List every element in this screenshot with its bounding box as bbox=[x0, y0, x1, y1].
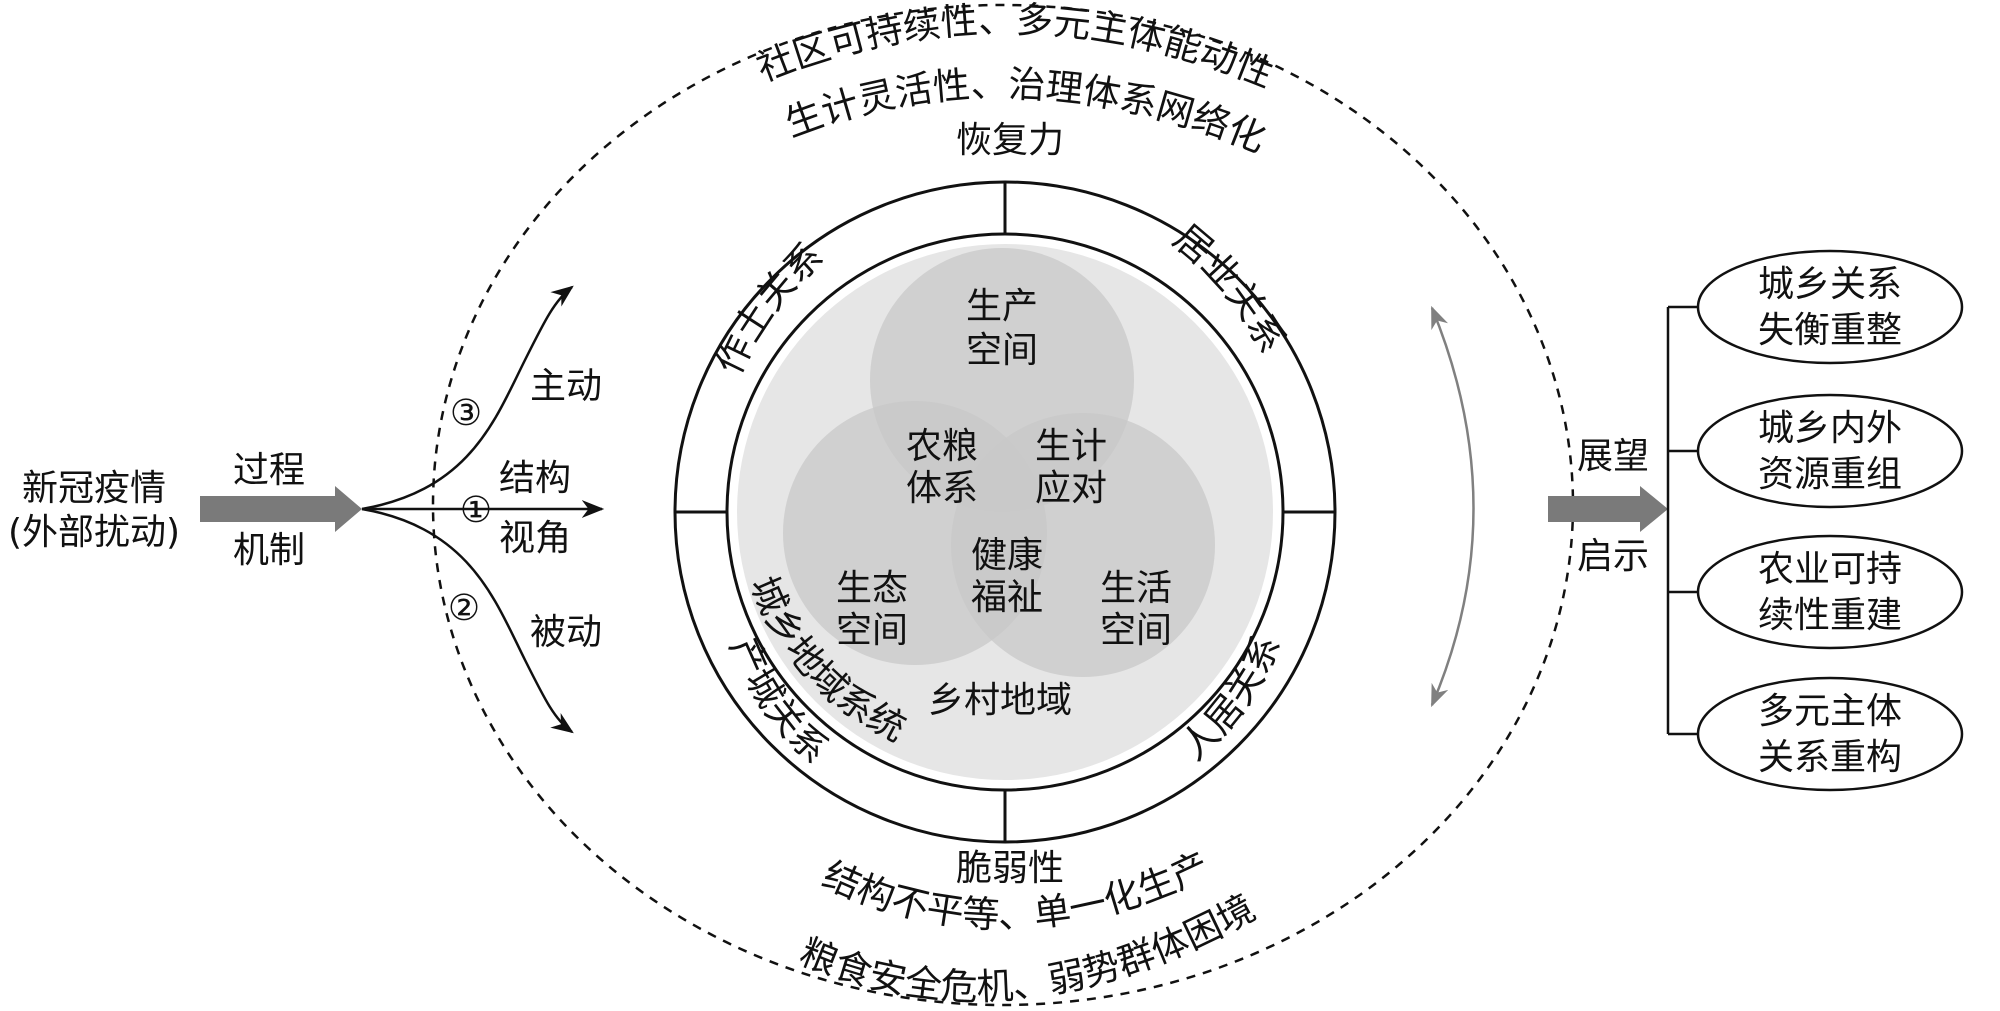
livelihood-label-1: 生计 bbox=[1035, 426, 1107, 467]
active-number: ③ bbox=[450, 393, 482, 434]
vulnerability-title: 脆弱性 bbox=[956, 848, 1064, 889]
outlook-item-2-l2: 资源重组 bbox=[1758, 454, 1902, 495]
livelihood-label-2: 应对 bbox=[1035, 468, 1107, 509]
outlook-item-3-l2: 续性重建 bbox=[1758, 595, 1902, 636]
insight-label: 启示 bbox=[1577, 536, 1649, 577]
outlook-item-1-l1: 城乡关系 bbox=[1758, 264, 1902, 305]
health-label-1: 健康 bbox=[971, 535, 1043, 576]
structural-label-1: 结构 bbox=[499, 458, 571, 499]
disturbance-label: (外部扰动) bbox=[8, 512, 180, 553]
cycle-arrow bbox=[1430, 305, 1475, 708]
active-label: 主动 bbox=[530, 366, 602, 407]
agri-label-1: 农粮 bbox=[906, 426, 978, 467]
outlook-item-1-l2: 失衡重整 bbox=[1758, 310, 1902, 351]
venn-living bbox=[951, 413, 1215, 677]
passive-path bbox=[361, 507, 574, 734]
outlook-item-3 bbox=[1696, 534, 1964, 650]
passive-number: ② bbox=[448, 588, 480, 629]
mechanism-label: 机制 bbox=[233, 530, 305, 571]
resilience-title: 恢复力 bbox=[956, 120, 1064, 161]
outlook-item-4 bbox=[1696, 676, 1964, 792]
rural-region-label: 乡村地域 bbox=[928, 680, 1072, 721]
health-label-2: 福祉 bbox=[971, 577, 1043, 618]
passive-label: 被动 bbox=[530, 612, 602, 653]
structural-label-2: 视角 bbox=[499, 518, 571, 559]
production-label-2: 空间 bbox=[966, 330, 1038, 371]
process-label: 过程 bbox=[233, 450, 305, 491]
agri-label-2: 体系 bbox=[906, 468, 978, 509]
covid-label: 新冠疫情 bbox=[22, 468, 166, 509]
ecology-label-1: 生态 bbox=[836, 568, 908, 609]
active-path bbox=[361, 285, 574, 511]
outlook-item-2 bbox=[1696, 393, 1964, 509]
living-label-2: 空间 bbox=[1100, 610, 1172, 651]
outlook-item-4-l2: 关系重构 bbox=[1758, 737, 1902, 778]
outlook-label: 展望 bbox=[1577, 436, 1649, 477]
process-arrow bbox=[200, 486, 362, 532]
structural-number: ① bbox=[460, 490, 492, 531]
production-label-1: 生产 bbox=[966, 286, 1038, 327]
outlook-item-2-l1: 城乡内外 bbox=[1758, 408, 1902, 449]
outlook-item-3-l1: 农业可持 bbox=[1758, 549, 1902, 590]
outlook-arrow bbox=[1548, 486, 1668, 532]
outlook-item-1 bbox=[1696, 249, 1964, 365]
living-label-1: 生活 bbox=[1100, 568, 1172, 609]
outlook-item-4-l1: 多元主体 bbox=[1758, 691, 1902, 732]
ecology-label-2: 空间 bbox=[836, 610, 908, 651]
